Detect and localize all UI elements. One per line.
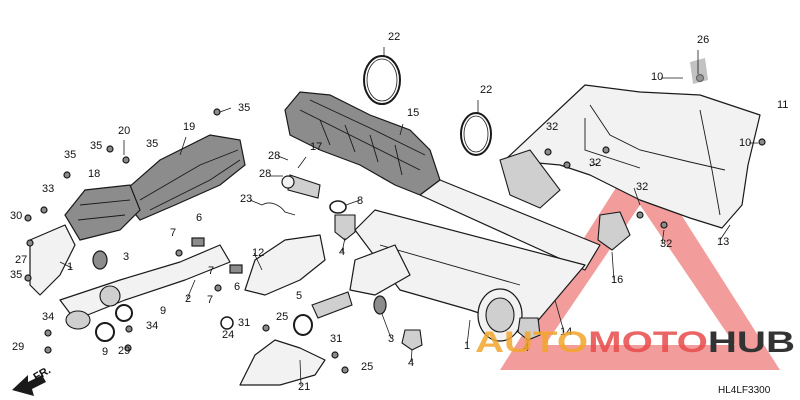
part-22-gaskets <box>363 55 492 156</box>
part-6-springs <box>191 237 243 274</box>
callout-23: 23 <box>240 193 252 205</box>
callout-8: 8 <box>357 195 363 207</box>
part-18-manifold-cover <box>64 184 141 241</box>
callout-4: 4 <box>339 246 345 258</box>
callout-10: 10 <box>651 71 663 83</box>
callout-19: 19 <box>183 121 195 133</box>
watermark-word-hub: HUB <box>708 326 795 359</box>
callout-35: 35 <box>238 102 250 114</box>
callout-4: 4 <box>523 342 529 354</box>
callout-28: 28 <box>268 150 280 162</box>
callout-26: 26 <box>697 34 709 46</box>
part-3-mounts <box>92 250 387 315</box>
part-19-front-heat-shield <box>119 134 246 221</box>
callout-6: 6 <box>234 281 240 293</box>
callout-7: 7 <box>170 227 176 239</box>
callout-35: 35 <box>146 138 158 150</box>
part-23-bracket <box>261 202 296 216</box>
part-17-sensor <box>281 174 347 214</box>
leader-lines <box>59 47 758 387</box>
callout-35: 35 <box>90 140 102 152</box>
callout-4: 4 <box>408 357 414 369</box>
callout-34: 34 <box>146 320 158 332</box>
part-12-cover <box>244 234 326 296</box>
callout-22: 22 <box>480 84 492 96</box>
callout-30: 30 <box>10 210 22 222</box>
front-direction-arrow: FR. <box>12 364 53 396</box>
drawing-code: HL4LF3300 <box>718 385 771 396</box>
callout-29: 29 <box>12 341 24 353</box>
watermark-word-moto: MOTO <box>588 326 708 359</box>
callout-28: 28 <box>259 168 271 180</box>
callout-10: 10 <box>739 137 751 149</box>
callout-1: 1 <box>464 340 470 352</box>
callout-3: 3 <box>388 333 394 345</box>
callout-32: 32 <box>636 181 648 193</box>
callout-5: 5 <box>296 290 302 302</box>
watermark-word-auto: AUTO <box>475 326 588 359</box>
callout-11: 11 <box>777 99 788 111</box>
callout-35: 35 <box>64 149 76 161</box>
callout-31: 31 <box>238 317 250 329</box>
callout-9: 9 <box>102 346 108 358</box>
callout-3: 3 <box>123 251 129 263</box>
part-gaskets-small <box>95 304 313 342</box>
callout-16: 16 <box>611 274 623 286</box>
callout-33: 33 <box>42 183 54 195</box>
callout-29: 29 <box>118 345 130 357</box>
fasteners <box>24 108 766 374</box>
callout-25: 25 <box>361 361 373 373</box>
callout-9: 9 <box>160 305 166 317</box>
part-1-exhaust-pipe <box>29 224 231 330</box>
part-11-rear-heat-guard <box>499 58 761 229</box>
callout-6: 6 <box>196 212 202 224</box>
callout-13: 13 <box>717 236 729 248</box>
callout-22: 22 <box>388 31 400 43</box>
callout-1: 1 <box>67 261 73 273</box>
callout-35: 35 <box>10 269 22 281</box>
direction-label: FR. <box>32 364 53 383</box>
callout-24: 24 <box>222 329 234 341</box>
callout-15: 15 <box>407 107 419 119</box>
callout-14: 14 <box>560 326 572 338</box>
callout-25: 25 <box>276 311 288 323</box>
callout-7: 7 <box>207 294 213 306</box>
callout-32: 32 <box>660 238 672 250</box>
callout-27: 27 <box>15 254 27 266</box>
callout-32: 32 <box>589 157 601 169</box>
callout-34: 34 <box>42 311 54 323</box>
part-4-clamps <box>334 214 541 351</box>
callout-31: 31 <box>330 333 342 345</box>
callout-32: 32 <box>546 121 558 133</box>
callout-20: 20 <box>118 125 130 137</box>
part-14-muffler <box>311 179 601 342</box>
callout-18: 18 <box>88 168 100 180</box>
callout-12: 12 <box>252 247 264 259</box>
callout-17: 17 <box>310 141 322 153</box>
callout-2: 2 <box>185 293 191 305</box>
callout-7: 7 <box>208 265 214 277</box>
callout-21: 21 <box>298 381 310 393</box>
part-16-bracket <box>597 211 631 251</box>
part-21-protector <box>239 339 326 386</box>
